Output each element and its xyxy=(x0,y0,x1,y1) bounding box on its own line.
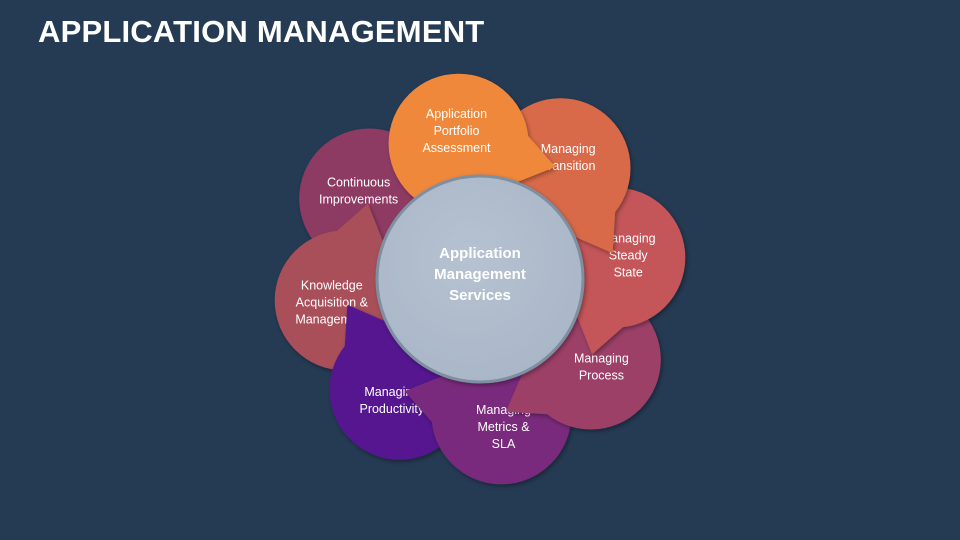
slide-title: APPLICATION MANAGEMENT xyxy=(38,14,485,49)
center-circle xyxy=(375,174,585,384)
